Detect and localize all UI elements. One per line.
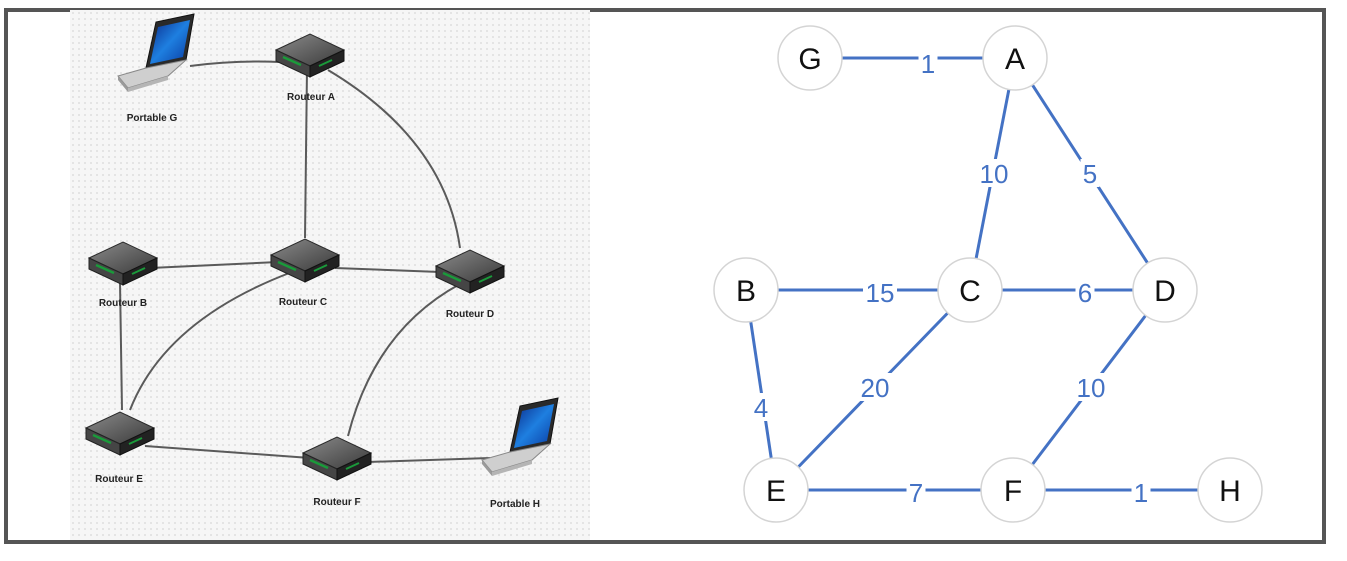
weight-label-bg: [977, 159, 1011, 187]
router-a: Routeur A: [274, 33, 346, 103]
weight-label-bg: [1075, 278, 1095, 306]
node-circle: [777, 25, 843, 91]
network-link-a-c: [304, 67, 308, 239]
device-label: Routeur A: [287, 92, 335, 103]
node-circle: [1197, 457, 1263, 523]
edge-b-e-weight: 4: [754, 393, 768, 423]
node-circle: [980, 457, 1046, 523]
router-f: Routeur F: [301, 436, 373, 508]
weight-label-bg: [906, 478, 926, 506]
node-circle: [1132, 257, 1198, 323]
node-circle: [982, 25, 1048, 91]
device-label: Routeur D: [446, 309, 494, 320]
edge-a-c-weight: 10: [980, 159, 1009, 189]
node-label: F: [1004, 475, 1022, 508]
weight-label-bg: [1074, 373, 1108, 401]
laptop-icon: [117, 13, 195, 92]
network-link-a-d: [327, 69, 461, 249]
device-label: Portable G: [127, 113, 178, 124]
node-e: E: [743, 457, 809, 523]
node-c: C: [937, 257, 1003, 323]
node-circle: [713, 257, 779, 323]
laptop-icon: [481, 397, 559, 476]
device-label: Routeur F: [313, 497, 360, 508]
network-link-f-h: [367, 457, 491, 463]
device-label: Routeur C: [279, 297, 327, 308]
router-icon: [87, 241, 159, 286]
node-circle: [937, 257, 1003, 323]
weight-label-bg: [918, 49, 938, 77]
weight-label-bg: [863, 278, 897, 306]
node-label: C: [959, 275, 981, 308]
node-label: D: [1154, 275, 1176, 308]
router-icon: [301, 436, 373, 481]
edge-e-f-weight: 7: [909, 478, 923, 508]
network-link-b-c: [149, 261, 279, 269]
edge-b-c-weight: 15: [866, 278, 895, 308]
device-label: Routeur B: [99, 298, 147, 309]
node-label: B: [736, 275, 756, 308]
edge-a-d-weight: 5: [1083, 159, 1097, 189]
router-e: Routeur E: [84, 411, 156, 485]
edge-g-a-weight: 1: [921, 49, 935, 79]
node-b: B: [713, 257, 779, 323]
node-d: D: [1132, 257, 1198, 323]
node-label: A: [1005, 43, 1025, 76]
router-c: Routeur C: [269, 238, 341, 308]
node-circle: [743, 457, 809, 523]
network-link-b-e: [119, 281, 123, 411]
edge-f-h-weight: 1: [1134, 478, 1148, 508]
edge-c-e-weight: 20: [861, 373, 890, 403]
network-link-c-e: [129, 271, 293, 411]
edge-c-d-weight: 6: [1078, 278, 1092, 308]
node-label: G: [798, 43, 821, 76]
laptop-h: Portable H: [481, 397, 559, 510]
weight-label-bg: [1131, 478, 1151, 506]
network-link-d-f: [347, 283, 461, 437]
router-icon: [434, 249, 506, 294]
device-label: Portable H: [490, 499, 540, 510]
node-a: A: [982, 25, 1048, 91]
router-b: Routeur B: [87, 241, 159, 309]
network-link-c-d: [334, 267, 441, 273]
weight-label-bg: [858, 373, 892, 401]
router-d: Routeur D: [434, 249, 506, 320]
edge-b-e: [744, 289, 778, 491]
router-icon: [274, 33, 346, 78]
edge-d-f-weight: 10: [1077, 373, 1106, 403]
router-icon: [269, 238, 341, 283]
node-h: H: [1197, 457, 1263, 523]
weight-label-bg: [1080, 159, 1100, 187]
laptop-g: Portable G: [117, 13, 195, 124]
node-label: E: [766, 475, 786, 508]
network-link-g-a: [189, 60, 281, 67]
node-g: G: [777, 25, 843, 91]
router-icon: [84, 411, 156, 456]
node-label: H: [1219, 475, 1241, 508]
device-label: Routeur E: [95, 474, 143, 485]
network-link-e-f: [144, 445, 311, 459]
node-f: F: [980, 457, 1046, 523]
weight-label-bg: [751, 393, 771, 421]
